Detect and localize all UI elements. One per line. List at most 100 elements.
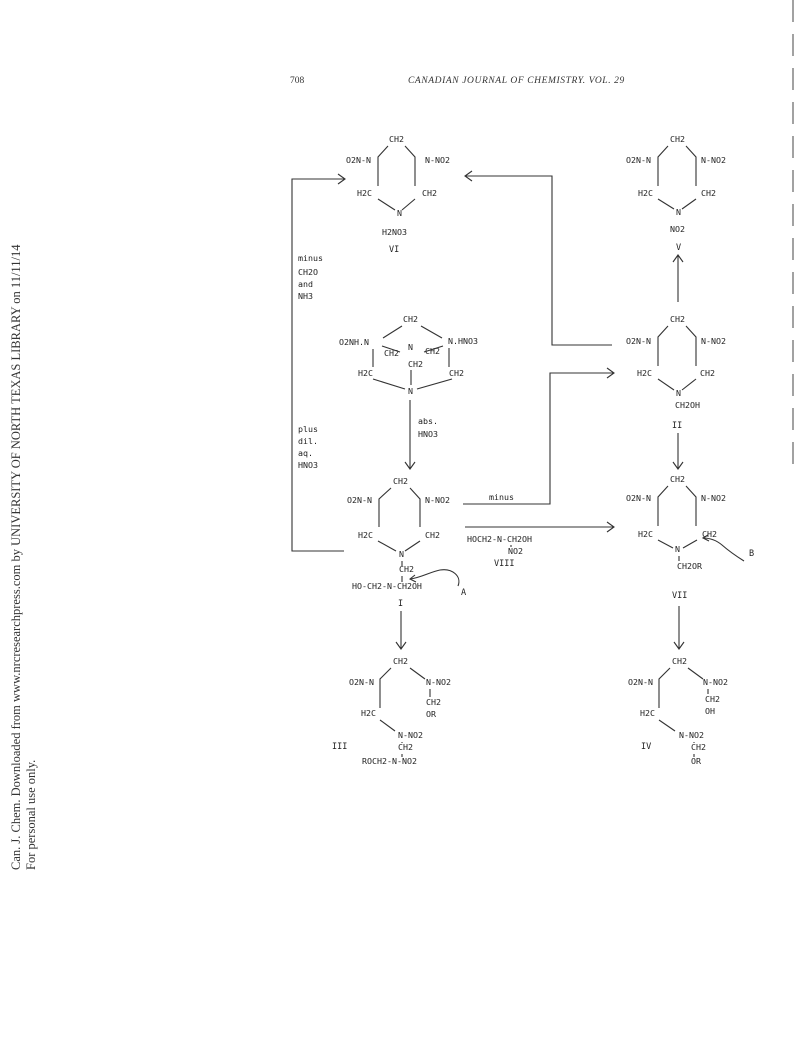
iii-r2: OR — [426, 709, 436, 719]
i-sub1: CH2 — [399, 564, 414, 574]
iv-bond-r — [687, 667, 704, 680]
cond-minus-2: minus — [489, 492, 514, 502]
ii-bond-bl — [657, 378, 675, 391]
arrow-hex-to-i-head — [404, 461, 416, 470]
iii-b3: ROCH2-N-NO2 — [362, 756, 417, 766]
iii-bond-r — [409, 667, 426, 680]
arrow-i-to-ii-path — [463, 372, 614, 505]
point-a: A — [461, 588, 466, 598]
iv-top: CH2 — [672, 656, 687, 666]
cond-and: and — [298, 279, 313, 289]
hex-inner-r: CH2 — [425, 346, 440, 356]
hex-bond-1 — [382, 325, 403, 339]
margin-rule — [792, 0, 794, 470]
iv-r2: OH — [705, 706, 715, 716]
ii-right: N-NO2 — [701, 336, 726, 346]
i-bond-r — [409, 487, 421, 527]
compound-i: CH2 O2N-N N-NO2 H2C CH2 N CH2 HO-CH2-N-C… — [347, 476, 466, 609]
hex-right: N.HNO3 — [448, 336, 478, 346]
iv-bond-l — [658, 667, 671, 708]
compound-viii: HOCH2-N-CH2OH NO2 VIII — [467, 534, 532, 569]
compound-iii: CH2 O2N-N N-NO2 H2C CH2 OR N-NO2 CH2 ROC… — [332, 656, 451, 766]
iv-b3: OR — [691, 756, 701, 766]
hex-bond-7 — [381, 345, 401, 353]
cond-abs: abs. — [418, 416, 438, 426]
hex-br: CH2 — [449, 368, 464, 378]
iii-right: N-NO2 — [426, 677, 451, 687]
vii-left: O2N-N — [626, 493, 651, 503]
arrow-ii-to-vii-head — [672, 461, 684, 470]
vii-bond-l — [657, 485, 669, 526]
vii-bond-br — [682, 539, 698, 549]
iv-bl: H2C — [640, 708, 655, 718]
iv-left: O2N-N — [628, 677, 653, 687]
i-br: CH2 — [425, 530, 440, 540]
cond-nh3: NH3 — [298, 291, 313, 301]
viii-formula: HOCH2-N-CH2OH — [467, 534, 532, 544]
ii-bottom: N — [676, 388, 681, 398]
i-bottom: N — [399, 549, 404, 559]
vii-top: CH2 — [670, 474, 685, 484]
ii-top: CH2 — [670, 314, 685, 324]
cond-ch2o: CH2O — [298, 267, 318, 277]
vi-label: VI — [389, 245, 399, 255]
hex-bond-6 — [416, 378, 453, 390]
v-bl: H2C — [638, 188, 653, 198]
vii-label: VII — [672, 591, 687, 601]
page-number: 708 — [290, 76, 305, 86]
hex-left: O2NH.N — [339, 337, 369, 347]
vi-sub1: H2NO3 — [382, 227, 407, 237]
i-label: I — [398, 599, 403, 609]
compound-iv: CH2 O2N-N N-NO2 H2C CH2 OH N-NO2 CH2 OR … — [628, 656, 728, 766]
vi-bond-br — [401, 198, 416, 211]
compound-vii: CH2 O2N-N N-NO2 H2C CH2 N CH2OR VII B — [626, 474, 754, 601]
v-label: V — [676, 243, 681, 253]
arrow-i-to-vi-path — [291, 178, 344, 552]
vi-left: O2N-N — [346, 155, 371, 165]
iv-label: IV — [641, 742, 651, 752]
ii-bond-br — [681, 378, 697, 391]
v-bond-br — [681, 198, 697, 210]
i-right: N-NO2 — [425, 495, 450, 505]
i-left: O2N-N — [347, 495, 372, 505]
i-bond-l — [378, 487, 392, 527]
arrow-i-to-vii-head — [606, 521, 615, 533]
v-right: N-NO2 — [701, 155, 726, 165]
vii-bl: H2C — [638, 529, 653, 539]
arrow-ii-to-vi-path — [465, 175, 612, 346]
arrow-b-head — [701, 534, 710, 542]
ii-bond-l — [657, 325, 669, 366]
compound-vi: CH2 O2N-N N-NO2 H2C CH2 N H2NO3 VI — [346, 134, 450, 255]
compound-hexamine-dinitrate: CH2 O2NH.N N.HNO3 CH2 N CH2 H2C CH2 CH2 … — [339, 314, 478, 396]
vi-top: CH2 — [389, 134, 404, 144]
vi-bond-bl — [377, 198, 396, 211]
journal-title: CANADIAN JOURNAL OF CHEMISTRY. VOL. 29 — [408, 76, 625, 86]
iii-bond-l — [379, 667, 392, 708]
hex-bond-8 — [423, 345, 444, 353]
iii-r1: CH2 — [426, 697, 441, 707]
vii-bond-bl — [657, 539, 674, 549]
i-top: CH2 — [393, 476, 408, 486]
arrow-i-to-iii-head — [395, 641, 407, 650]
hex-bottom: N — [408, 386, 413, 396]
v-bond-l — [657, 145, 669, 186]
iii-bl: H2C — [361, 708, 376, 718]
ii-label: II — [672, 421, 682, 431]
page-header: 708 CANADIAN JOURNAL OF CHEMISTRY. VOL. … — [290, 76, 650, 92]
hex-bond-5 — [372, 378, 406, 390]
i-sub2: HO-CH2-N-CH2OH — [352, 581, 422, 591]
ii-bond-r — [685, 325, 697, 366]
ii-br: CH2 — [700, 368, 715, 378]
vii-bottom: N — [675, 544, 680, 554]
viii-label: VIII — [494, 559, 514, 569]
cond-minus: minus — [298, 253, 323, 263]
iii-bond-bl — [379, 719, 396, 732]
viii-no2: NO2 — [508, 546, 523, 556]
iii-bottom: N-NO2 — [398, 730, 423, 740]
i-bond-br — [404, 540, 421, 552]
vii-right: N-NO2 — [701, 493, 726, 503]
vi-bond-r — [404, 145, 416, 186]
vi-right: N-NO2 — [425, 155, 450, 165]
hex-inner-c: N — [408, 342, 413, 352]
hex-bl: H2C — [358, 368, 373, 378]
